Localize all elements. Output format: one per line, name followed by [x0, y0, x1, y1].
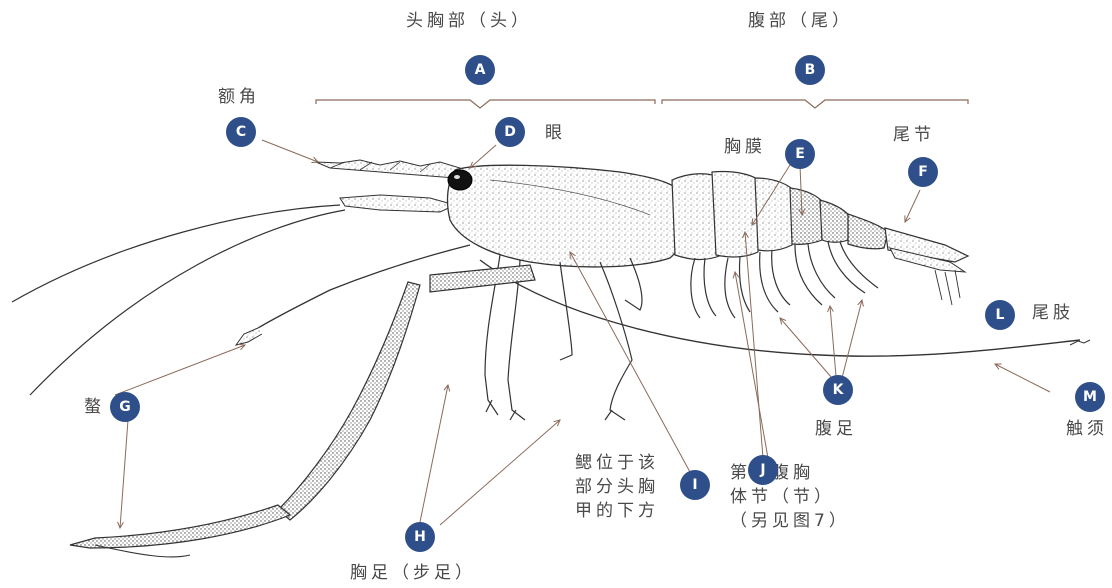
- head-brace: [316, 100, 655, 108]
- pleura-label: 胸膜: [724, 136, 766, 158]
- claw-label: 螯: [84, 396, 105, 418]
- badge-m: M: [1075, 382, 1105, 412]
- leader-k3: [842, 300, 862, 378]
- gill-note: 鳃位于该 部分头胸 甲的下方: [575, 452, 659, 523]
- rostrum: [316, 160, 460, 178]
- leader-g2: [120, 420, 128, 528]
- leader-k1: [780, 318, 832, 378]
- leader-h2: [440, 420, 560, 525]
- antenna-upper: [12, 205, 340, 302]
- leader-d: [470, 145, 496, 168]
- leader-k2: [830, 306, 836, 376]
- abdomen-seg6: [848, 214, 888, 249]
- large-cheliped: [430, 265, 535, 292]
- badge-j: J: [748, 455, 778, 485]
- rostrum-label: 额角: [218, 86, 260, 108]
- antenna-label: 触须: [1066, 418, 1108, 440]
- leader-c: [262, 140, 318, 162]
- leader-f: [905, 190, 920, 222]
- abdomen-seg5: [820, 200, 852, 242]
- header-tail-label: 腹部（尾）: [748, 10, 853, 32]
- badge-a: A: [465, 55, 495, 85]
- badge-l: L: [985, 300, 1015, 330]
- walking-legs-label: 胸足（步足）: [350, 562, 476, 584]
- badge-e: E: [785, 139, 815, 169]
- claw: [70, 505, 290, 548]
- badge-h: H: [405, 522, 435, 552]
- abdomen-seg2: [712, 172, 760, 257]
- leader-i: [570, 252, 690, 472]
- badge-i: I: [680, 470, 710, 500]
- header-head-label: 头胸部（头）: [406, 10, 532, 32]
- badge-f: F: [908, 157, 938, 187]
- carapace: [448, 165, 689, 267]
- antennal-scale: [340, 195, 455, 212]
- pleopod-label: 腹足: [815, 418, 857, 440]
- eye-label: 眼: [545, 122, 566, 144]
- badge-g: G: [110, 392, 140, 422]
- leader-j2: [735, 272, 768, 458]
- uropod-label: 尾肢: [1032, 302, 1074, 324]
- leader-m: [995, 364, 1050, 392]
- badge-k: K: [823, 375, 853, 405]
- leader-g1: [115, 345, 245, 395]
- leader-h1: [420, 385, 448, 522]
- abdomen-seg4: [790, 188, 825, 244]
- badge-d: D: [495, 117, 525, 147]
- badge-c: C: [226, 117, 256, 147]
- telson-label: 尾节: [893, 124, 935, 146]
- eye: [448, 170, 472, 190]
- tail-brace: [662, 100, 968, 108]
- badge-b: B: [795, 55, 825, 85]
